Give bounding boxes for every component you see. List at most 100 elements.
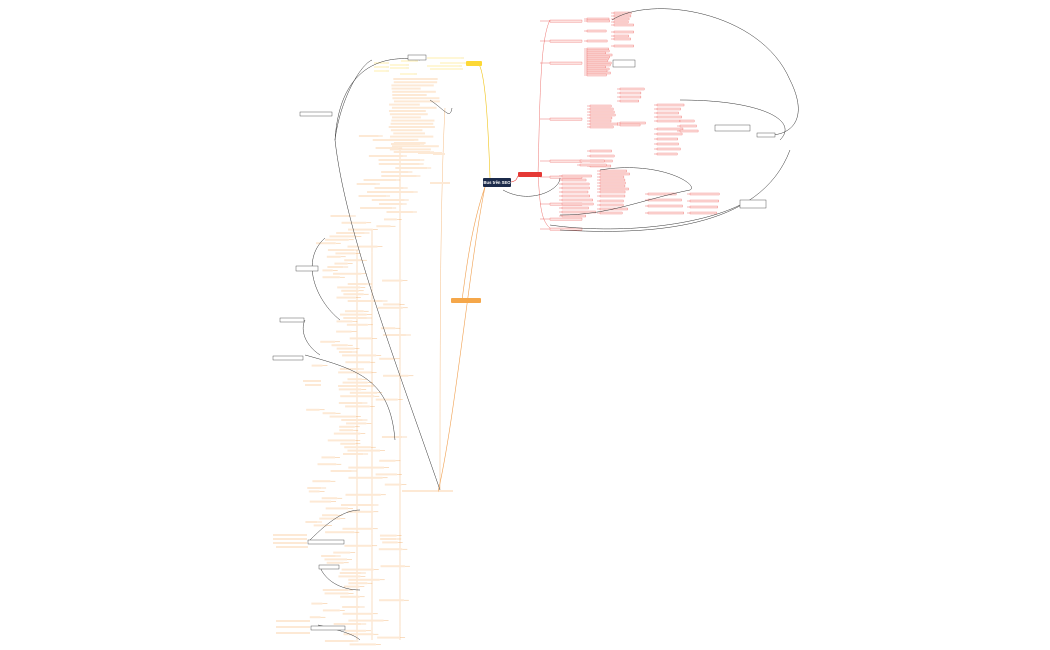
orange-node[interactable] [382, 541, 398, 544]
red-sub-node[interactable] [599, 187, 629, 191]
orange-node[interactable] [343, 585, 360, 588]
orange-node[interactable] [326, 561, 344, 564]
orange-node[interactable] [311, 602, 323, 605]
orange-node[interactable] [379, 203, 403, 205]
orange-node[interactable] [342, 527, 373, 530]
orange-node[interactable] [393, 100, 440, 103]
red-sub-node[interactable] [586, 39, 608, 43]
yellow-node[interactable] [374, 70, 386, 72]
red-sub-node[interactable] [586, 57, 609, 61]
orange-node[interactable] [338, 351, 353, 353]
orange-node[interactable] [336, 330, 352, 333]
orange-node[interactable] [327, 439, 356, 442]
red-sub-node[interactable] [689, 192, 720, 196]
orange-node[interactable] [389, 103, 420, 106]
orange-node[interactable] [371, 199, 405, 201]
orange-node[interactable] [395, 167, 428, 169]
orange-node[interactable] [334, 262, 348, 265]
red-sub-node[interactable] [619, 121, 646, 125]
orange-node[interactable] [379, 357, 395, 360]
orange-node[interactable] [381, 175, 417, 177]
orange-node[interactable] [308, 490, 320, 493]
orange-node[interactable] [393, 78, 438, 80]
red-sub-node[interactable] [656, 142, 679, 146]
orange-node[interactable] [331, 344, 348, 347]
red-sub-node[interactable] [589, 110, 615, 114]
red-sub-node[interactable] [586, 53, 613, 57]
orange-node[interactable] [380, 327, 396, 330]
branch-yellow[interactable] [466, 61, 482, 66]
orange-node[interactable] [439, 490, 453, 492]
orange-node[interactable] [345, 405, 370, 408]
orange-node[interactable] [333, 432, 361, 435]
red-sub-node[interactable] [586, 73, 607, 77]
red-sub-node[interactable] [599, 211, 623, 215]
red-sub-node[interactable] [656, 103, 685, 107]
orange-node[interactable] [345, 361, 371, 364]
orange-node[interactable] [338, 402, 363, 404]
orange-node[interactable] [342, 612, 373, 615]
red-sub-node[interactable] [586, 51, 606, 55]
orange-node[interactable] [316, 242, 336, 245]
orange-node[interactable] [384, 483, 402, 486]
red-sub-node[interactable] [613, 17, 630, 21]
orange-node[interactable] [379, 534, 397, 537]
yellow-node[interactable] [440, 62, 464, 64]
orange-node[interactable] [346, 422, 367, 425]
red-main-node[interactable] [549, 19, 583, 23]
red-sub-node[interactable] [689, 205, 718, 209]
orange-node[interactable] [339, 313, 367, 316]
red-main-node[interactable] [549, 117, 583, 121]
yellow-node[interactable] [427, 57, 461, 59]
orange-node[interactable] [347, 245, 378, 248]
red-sub-node[interactable] [586, 59, 608, 63]
orange-node[interactable] [333, 551, 351, 554]
orange-node[interactable] [341, 221, 367, 224]
red-sub-node[interactable] [561, 186, 590, 190]
yellow-node[interactable] [374, 62, 386, 64]
red-sub-node[interactable] [613, 20, 629, 24]
orange-node[interactable] [392, 94, 427, 96]
orange-node[interactable] [418, 152, 442, 154]
orange-node[interactable] [326, 255, 341, 258]
red-sub-node[interactable] [599, 194, 626, 198]
orange-node[interactable] [336, 296, 356, 299]
red-main-node[interactable] [549, 61, 583, 65]
red-sub-node[interactable] [656, 127, 684, 131]
orange-node[interactable] [347, 378, 362, 381]
orange-node[interactable] [393, 81, 438, 84]
orange-node[interactable] [336, 347, 355, 350]
orange-node[interactable] [340, 504, 374, 506]
orange-node[interactable] [390, 143, 421, 145]
orange-node[interactable] [348, 619, 384, 622]
red-main-node[interactable] [549, 217, 583, 221]
orange-node[interactable] [358, 135, 379, 137]
orange-node[interactable] [312, 480, 331, 483]
red-sub-node[interactable] [586, 29, 607, 33]
orange-node[interactable] [393, 151, 431, 153]
red-sub-node[interactable] [561, 206, 589, 210]
orange-node[interactable] [376, 225, 391, 228]
yellow-node[interactable] [390, 67, 406, 69]
orange-node[interactable] [345, 493, 381, 496]
orange-node[interactable] [340, 395, 375, 398]
red-sub-node[interactable] [586, 69, 608, 73]
red-sub-node[interactable] [599, 190, 626, 194]
orange-node[interactable] [322, 609, 340, 612]
orange-node[interactable] [338, 388, 362, 391]
red-sub-node[interactable] [579, 159, 605, 163]
orange-node[interactable] [383, 218, 397, 221]
red-sub-node[interactable] [599, 175, 625, 179]
orange-node[interactable] [339, 425, 355, 428]
orange-node[interactable] [389, 148, 431, 151]
red-sub-node[interactable] [613, 14, 632, 18]
orange-node[interactable] [381, 436, 403, 438]
yellow-node[interactable] [427, 65, 459, 67]
red-sub-node[interactable] [586, 67, 610, 71]
orange-node[interactable] [306, 408, 320, 411]
orange-node[interactable] [343, 317, 367, 319]
orange-node[interactable] [344, 629, 366, 632]
orange-node[interactable] [344, 259, 362, 262]
red-sub-node[interactable] [656, 152, 678, 156]
orange-node[interactable] [377, 636, 401, 639]
